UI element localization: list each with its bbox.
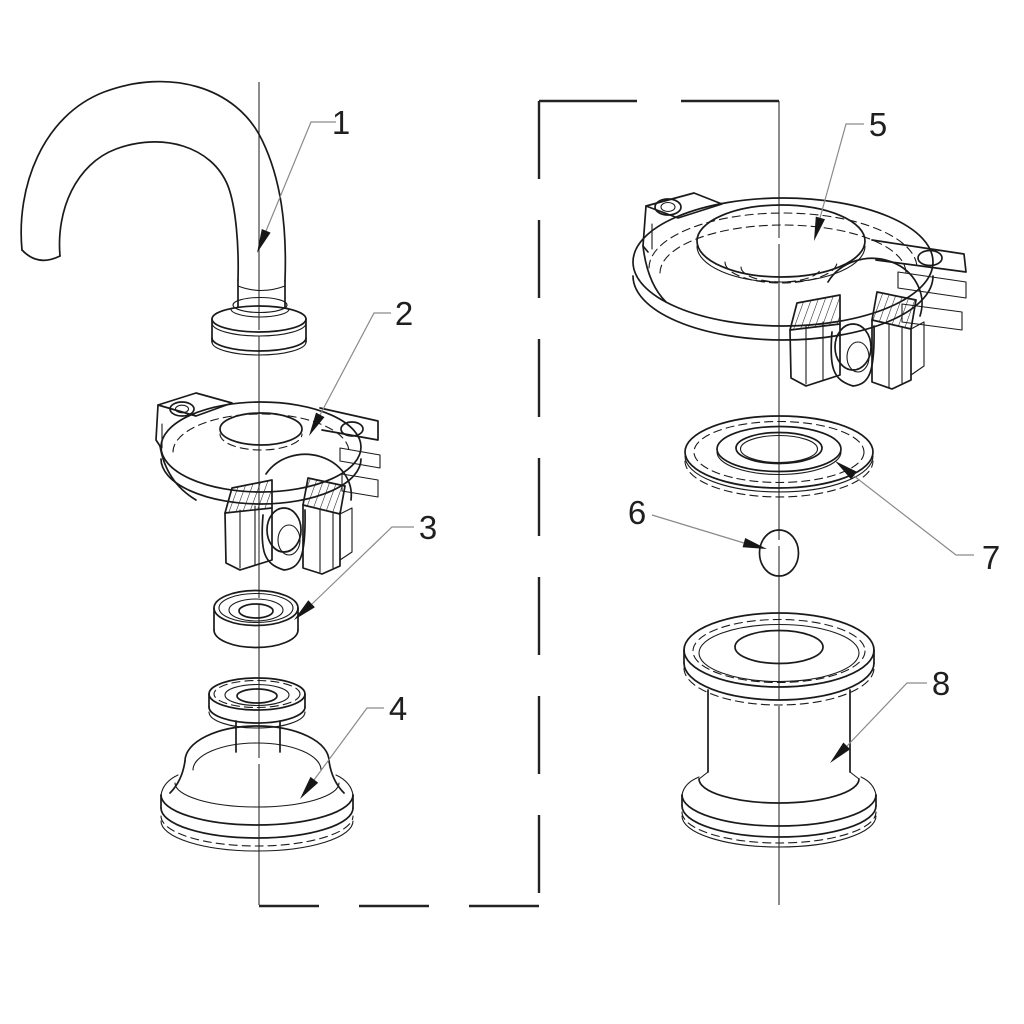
part-7-gasket: [684, 415, 874, 498]
clamp5-wing-left-front: [789, 323, 841, 387]
callout-6: 6: [628, 494, 767, 549]
part-2-tri-clamp-small: [155, 392, 381, 575]
callout-2: 2: [309, 295, 413, 436]
callout-3: 3: [294, 509, 437, 620]
clamp5-left-lug: [645, 192, 723, 219]
clamp2-nut-hole: [266, 507, 302, 553]
spout-tube-seam: [237, 285, 286, 292]
assembly-connector-bracket: [259, 99, 779, 908]
callout-6-label: 6: [628, 494, 646, 531]
clamp5-ring-outer: [632, 197, 934, 327]
spout-outlet-end: [21, 249, 61, 262]
clamp2-right-arm: [319, 407, 379, 441]
base-ferrule-bore: [236, 688, 278, 704]
clamp2-ring-outer: [160, 401, 362, 493]
clamp5-opening: [696, 204, 866, 278]
callout-2-label: 2: [395, 295, 413, 332]
leader-line-7: [853, 475, 974, 556]
spout-collar: [232, 296, 288, 314]
clamp2-wing-right-hatched: [302, 477, 346, 515]
callout-7: 7: [835, 461, 1000, 576]
callout-8: 8: [830, 665, 950, 763]
spool-bore: [734, 629, 824, 665]
gasket-raised-ring: [716, 425, 842, 473]
part-3-seal-ring: [213, 589, 299, 649]
clamp2-wing-left-hatched: [224, 479, 273, 514]
leader-line-2: [319, 312, 391, 416]
seal-ring-bore: [238, 603, 274, 619]
leader-line-6: [651, 514, 745, 544]
clamp5-nut-hole-inner: [846, 341, 870, 373]
part-4-base-ferrule: [160, 677, 354, 852]
clamp5-lug-pin-hole: [654, 198, 682, 216]
clamp2-wing-left-front: [224, 507, 273, 571]
callout-4-label: 4: [389, 690, 407, 727]
clamp2-bolt-eye: [265, 453, 353, 501]
spool-bottom-flange: [681, 794, 877, 827]
spout-inner-curve: [58, 141, 240, 281]
callout-3-label: 3: [419, 509, 437, 546]
leader-line-5: [819, 123, 864, 219]
leader-arrowhead-2: [309, 412, 325, 436]
part-6-ball: [758, 529, 800, 577]
leader-arrowhead-8: [830, 742, 851, 763]
clamp5-arm-hole: [917, 249, 943, 267]
gasket-bore: [735, 431, 823, 465]
leader-line-3: [311, 526, 414, 605]
base-flange-front: [160, 794, 354, 826]
clamp5-top-groove: [648, 212, 918, 269]
leader-arrowhead-6: [742, 538, 767, 549]
clamp2-bolt-plate-1: [339, 447, 381, 469]
callout-7-label: 7: [982, 539, 1000, 576]
clamp2-top-groove: [172, 413, 350, 453]
callout-1-label: 1: [332, 104, 350, 141]
clamp2-seat: [219, 433, 303, 451]
clamp2-arm-hole: [340, 421, 364, 437]
clamp2-nut-hole-inner: [277, 524, 301, 556]
clamp5-wing-right-hatched: [871, 291, 917, 330]
part-8-spool-ferrule: [681, 612, 877, 848]
callout-1: 1: [257, 104, 350, 253]
clamp5-wing-left-hatched: [789, 294, 841, 331]
base-dome-top: [184, 725, 330, 762]
clamp2-wing-right-front: [302, 504, 341, 575]
callout-8-label: 8: [932, 665, 950, 702]
clamp2-opening: [219, 412, 303, 446]
clamp5-wing-right-front: [871, 319, 912, 390]
leader-line-8: [846, 682, 927, 747]
spout-outer-curve: [20, 80, 287, 282]
clamp5-bolt-eye: [827, 257, 923, 317]
part-5-tri-clamp-large: [632, 192, 967, 390]
spool-collar: [698, 778, 860, 804]
clamp5-nut-barrel: [830, 325, 875, 387]
ball-outline: [758, 529, 800, 577]
callout-4: 4: [300, 690, 407, 799]
leader-arrowhead-7: [835, 461, 857, 480]
callout-5: 5: [814, 106, 887, 241]
leader-arrowhead-4: [300, 776, 319, 799]
clamp2-nut-barrel: [261, 509, 306, 571]
part-1-gooseneck-spout: [20, 80, 307, 356]
leader-line-1: [265, 121, 336, 232]
leader-arrowhead-5: [814, 216, 825, 241]
clamp5-bolt-plate-1: [897, 271, 967, 299]
clamp2-lug-pin-hole: [169, 401, 195, 417]
leader-arrowhead-1: [257, 229, 271, 253]
gasket-outer-rim: [684, 415, 874, 489]
callout-5-label: 5: [869, 106, 887, 143]
leader-line-4: [313, 707, 384, 781]
base-dome-ring: [192, 742, 322, 771]
leader-arrowhead-3: [294, 600, 315, 620]
clamp5-right-arm: [871, 239, 967, 273]
